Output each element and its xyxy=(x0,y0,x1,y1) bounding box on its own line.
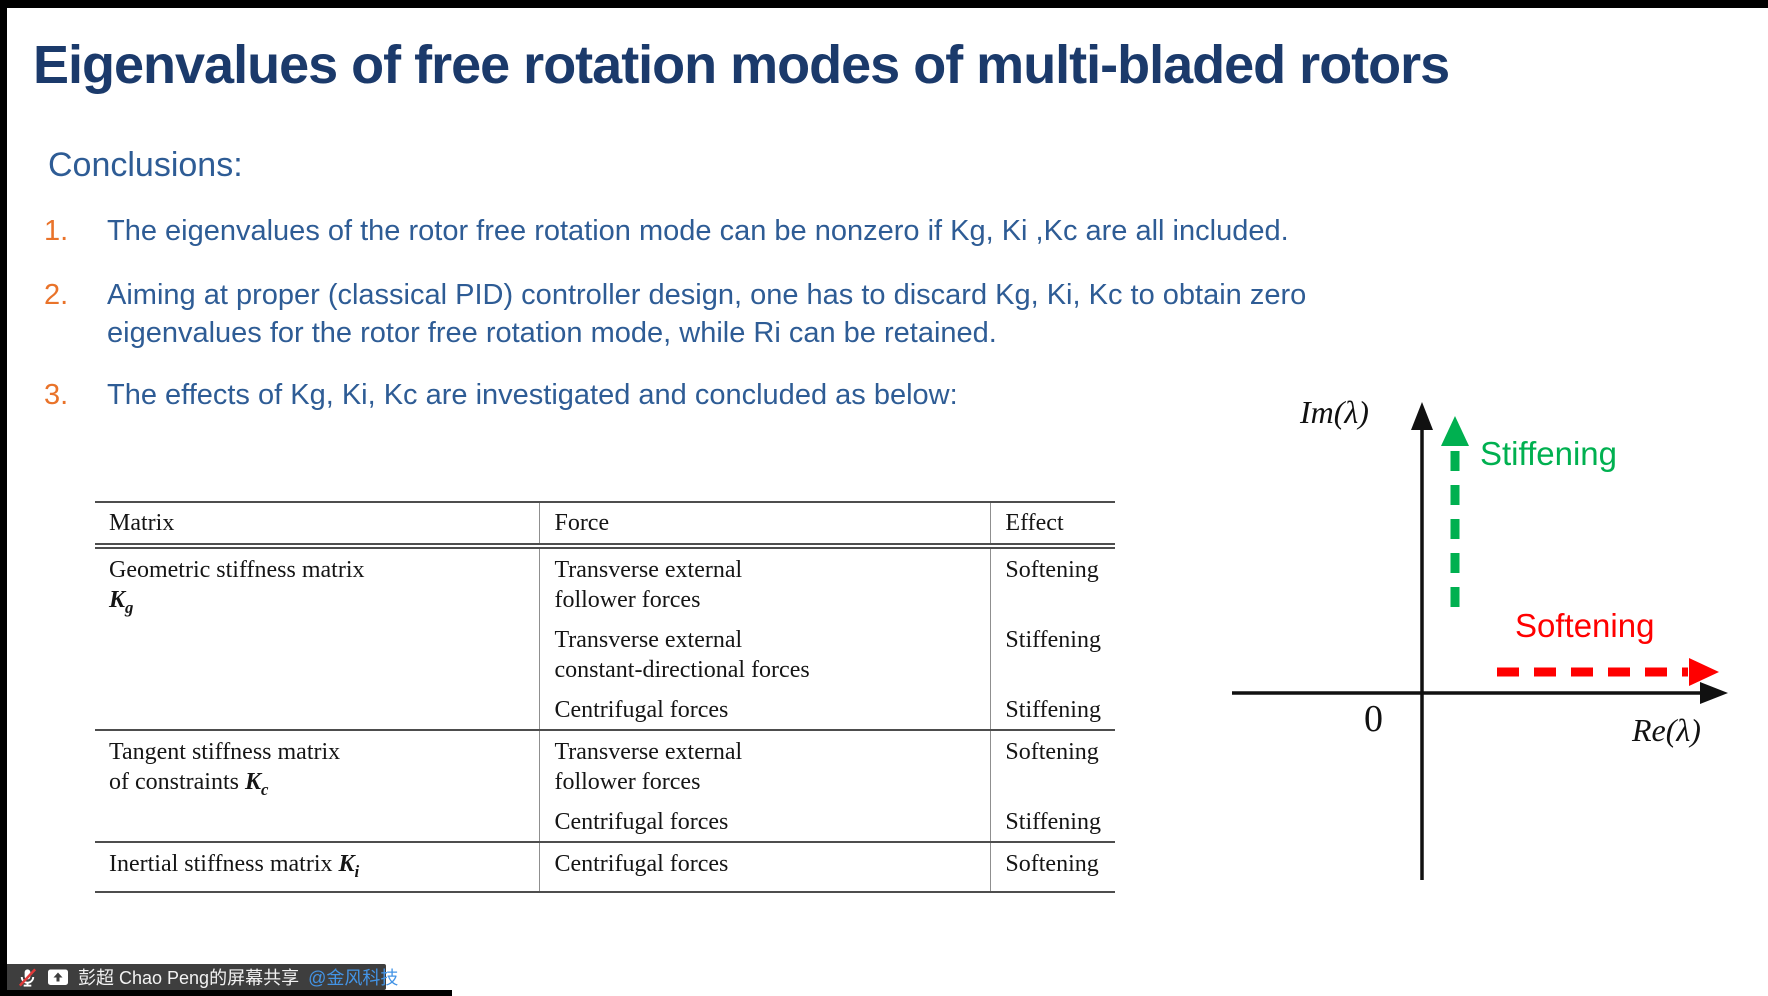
matrix-name: Geometric stiffness matrix xyxy=(109,557,365,583)
effect-cell: Softening xyxy=(990,546,1115,619)
item-number: 2. xyxy=(44,279,69,311)
item-text-line: eigenvalues for the rotor free rotation … xyxy=(107,317,997,349)
conclusions-heading: Conclusions: xyxy=(48,146,243,184)
table-header-effect: Effect xyxy=(990,502,1115,546)
im-axis-label: Im(λ) xyxy=(1300,394,1369,430)
conclusion-item-1: 1. The eigenvalues of the rotor free rot… xyxy=(44,212,1289,250)
matrix-symbol: Kg xyxy=(109,587,134,617)
effect-cell: Stiffening xyxy=(990,801,1115,842)
force-cell: Transverse external constant-directional… xyxy=(539,619,991,689)
force-cell: Centrifugal forces xyxy=(539,801,991,842)
table-header-matrix: Matrix xyxy=(109,510,175,536)
slide-title: Eigenvalues of free rotation modes of mu… xyxy=(33,35,1450,95)
force-cell: Centrifugal forces xyxy=(539,841,991,892)
share-bar-text: 彭超 Chao Peng的屏幕共享 xyxy=(78,968,300,988)
screen-share-icon xyxy=(48,969,68,985)
window-left-edge xyxy=(0,0,7,996)
softening-arrowhead xyxy=(1689,658,1719,686)
table-row: Centrifugal forces Stiffening xyxy=(95,689,1115,730)
softening-label: Softening xyxy=(1515,607,1655,644)
force-cell: Transverse external follower forces xyxy=(539,729,991,801)
matrix-cell-ki: Inertial stiffness matrix Ki xyxy=(95,841,540,892)
effect-cell: Softening xyxy=(990,729,1115,801)
window-bottom-edge xyxy=(0,990,452,996)
item-number: 3. xyxy=(44,379,69,411)
table-row: Inertial stiffness matrix Ki Centrifugal… xyxy=(95,841,1115,892)
stiffening-arrowhead xyxy=(1441,416,1469,446)
item-text-line: The effects of Kg, Ki, Kc are investigat… xyxy=(107,379,958,411)
item-text-line: Aiming at proper (classical PID) control… xyxy=(107,279,1307,311)
matrix-cell-kc: Tangent stiffness matrix of constraints … xyxy=(95,729,540,842)
effect-cell: Softening xyxy=(990,841,1115,892)
microphone-muted-icon xyxy=(18,968,37,987)
share-bar-company-link[interactable]: @金风科技 xyxy=(308,968,399,988)
table-row: Transverse external constant-directional… xyxy=(95,619,1115,689)
origin-label: 0 xyxy=(1364,698,1383,740)
stiffening-label: Stiffening xyxy=(1480,435,1617,472)
matrix-symbol: of constraints Kc xyxy=(109,769,269,799)
conclusion-item-2: 2. Aiming at proper (classical PID) cont… xyxy=(44,276,1306,352)
table-header-force: Force xyxy=(539,502,991,546)
table-row: Tangent stiffness matrix of constraints … xyxy=(95,729,1115,842)
matrix-name: Tangent stiffness matrix xyxy=(109,739,341,765)
item-text-line: The eigenvalues of the rotor free rotati… xyxy=(107,215,1289,247)
table-header-row: Matrix Force Effect xyxy=(95,502,1115,546)
conclusion-item-3: 3. The effects of Kg, Ki, Kc are investi… xyxy=(44,376,958,414)
eigenvalue-plane-diagram xyxy=(1232,402,1728,880)
effect-cell: Stiffening xyxy=(990,689,1115,730)
matrix-cell-kg: Geometric stiffness matrix Kg xyxy=(95,546,540,730)
matrix-effects-table: Matrix Force Effect Geometric stiffness … xyxy=(95,501,1115,893)
window-top-edge xyxy=(0,0,1768,8)
im-axis-arrowhead xyxy=(1411,402,1433,430)
screen-share-bar[interactable]: 彭超 Chao Peng的屏幕共享 @金风科技 xyxy=(7,964,398,990)
force-cell: Centrifugal forces xyxy=(539,689,991,730)
item-number: 1. xyxy=(44,215,69,247)
table-row: Centrifugal forces Stiffening xyxy=(95,801,1115,842)
effect-cell: Stiffening xyxy=(990,619,1115,689)
re-axis-arrowhead xyxy=(1700,682,1728,704)
re-axis-label: Re(λ) xyxy=(1632,712,1701,748)
force-cell: Transverse external follower forces xyxy=(539,546,991,619)
table-row: Geometric stiffness matrix Kg Transverse… xyxy=(95,546,1115,619)
